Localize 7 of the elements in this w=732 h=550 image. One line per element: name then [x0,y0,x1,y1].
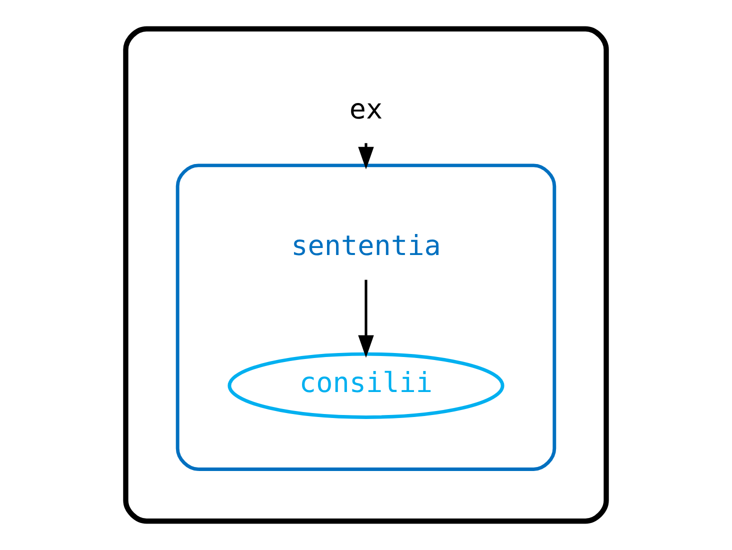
node-ellipse: consilii [228,352,504,419]
cluster [123,26,609,524]
arrow [358,280,374,358]
node-text: ex [349,92,383,126]
arrow [358,143,374,170]
node-text: sententia [291,228,441,262]
cluster [176,164,556,471]
